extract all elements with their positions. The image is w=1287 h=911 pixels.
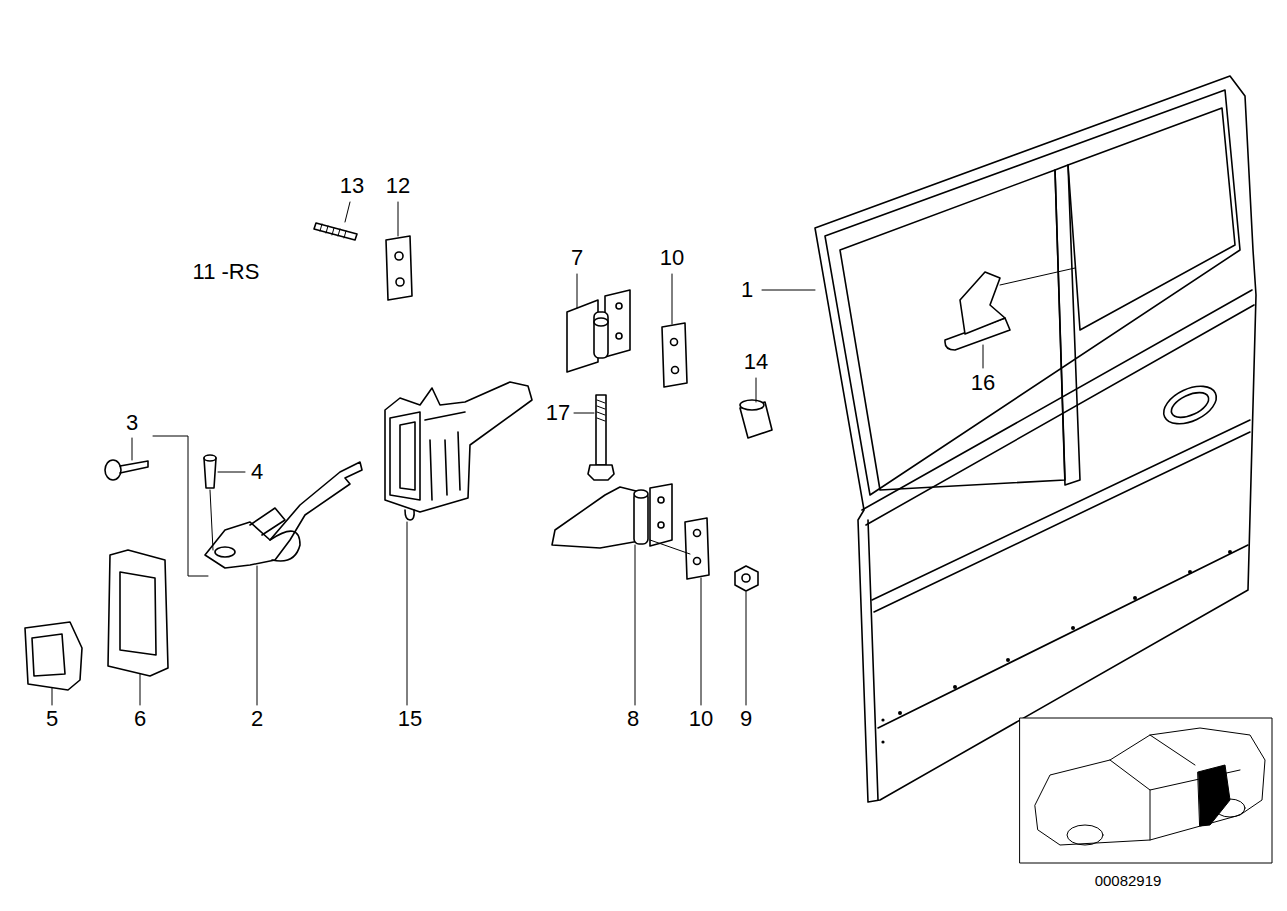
callout-number: 10 — [688, 708, 714, 730]
pin — [204, 455, 216, 488]
callout-number: 6 — [133, 708, 147, 730]
cover — [108, 550, 168, 676]
callout-number: 12 — [385, 175, 411, 197]
callout-number: 5 — [45, 708, 59, 730]
callout-number: 4 — [250, 461, 264, 483]
lower-hinge — [552, 484, 690, 554]
callout-number: 13 — [339, 175, 365, 197]
door-check-arm — [205, 462, 362, 568]
callout-number: 15 — [397, 708, 423, 730]
threaded-stud — [314, 223, 357, 240]
door-check-housing — [385, 382, 532, 520]
leader-lines — [52, 202, 983, 705]
rear-door — [815, 76, 1256, 802]
shim-plate — [386, 236, 412, 300]
callout-number: 3 — [125, 412, 139, 434]
callout-number: 10 — [659, 247, 685, 269]
hex-nut — [735, 566, 758, 591]
callout-number: 2 — [250, 708, 264, 730]
callout-number: 17 — [545, 402, 571, 424]
upper-hinge — [567, 290, 630, 372]
callout-number: 8 — [626, 708, 640, 730]
bushing — [740, 400, 772, 438]
grommet — [25, 622, 82, 690]
callout-number: 16 — [970, 372, 996, 394]
callout-number: 14 — [743, 351, 769, 373]
door-clip — [945, 268, 1075, 350]
callout-number: 1 — [740, 279, 754, 301]
callout-number: 7 — [570, 247, 584, 269]
drawing-number: 00082919 — [1094, 873, 1163, 888]
screw — [105, 460, 148, 480]
vehicle-locator — [1020, 718, 1272, 863]
hinge-bolt — [588, 395, 614, 480]
callout-number: 11 -RS — [192, 261, 261, 283]
callout-number: 9 — [739, 708, 753, 730]
